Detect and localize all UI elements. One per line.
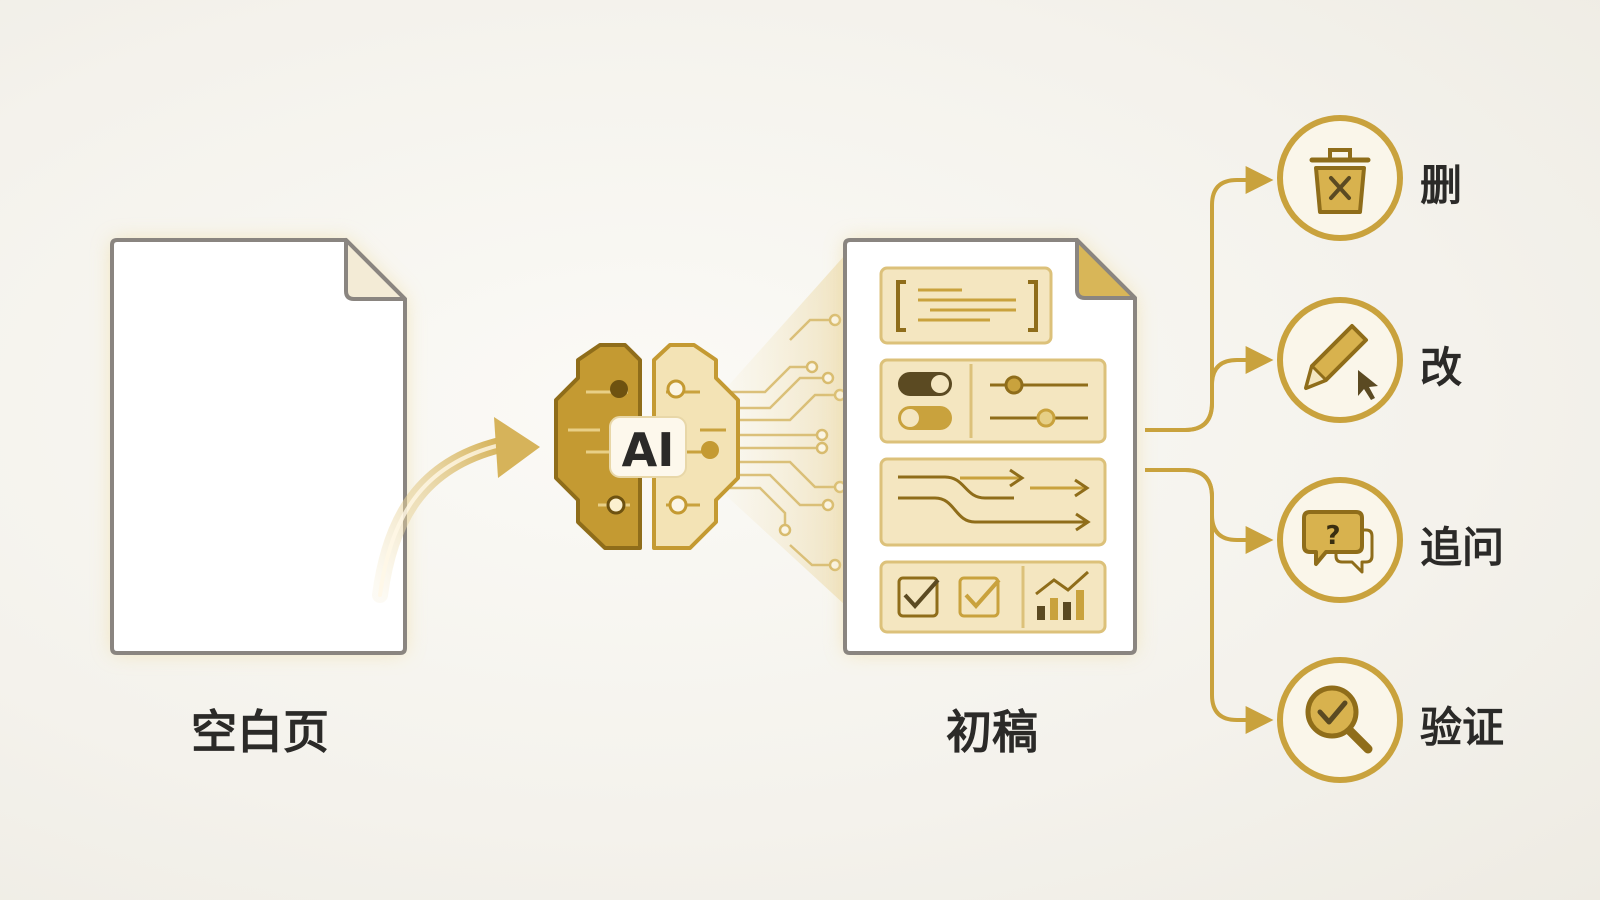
action-follow-up-label: 追问 <box>1420 523 1505 572</box>
action-verify <box>1277 657 1403 783</box>
action-edit <box>1277 297 1403 423</box>
action-delete-label: 删 <box>1420 161 1463 210</box>
circuit-beam <box>720 255 847 605</box>
action-verify-label: 验证 <box>1420 703 1505 752</box>
blank-document-icon <box>110 238 407 655</box>
draft-document-icon <box>843 238 1137 655</box>
question-chat-icon: ? <box>1302 510 1374 574</box>
draft-label: 初稿 <box>946 705 1038 759</box>
action-delete <box>1277 115 1403 241</box>
ai-label: AI <box>622 423 675 477</box>
curved-arrow-icon <box>372 417 540 603</box>
blank-page-label: 空白页 <box>191 705 329 759</box>
pencil-icon <box>1304 324 1378 400</box>
trash-icon <box>1309 148 1371 214</box>
check-magnifier-icon <box>1305 685 1373 754</box>
svg-text:?: ? <box>1325 521 1340 551</box>
action-edit-label: 改 <box>1420 343 1463 392</box>
brain-icon <box>554 343 740 550</box>
action-connectors <box>1145 166 1274 734</box>
action-follow-up: ? <box>1277 477 1403 603</box>
